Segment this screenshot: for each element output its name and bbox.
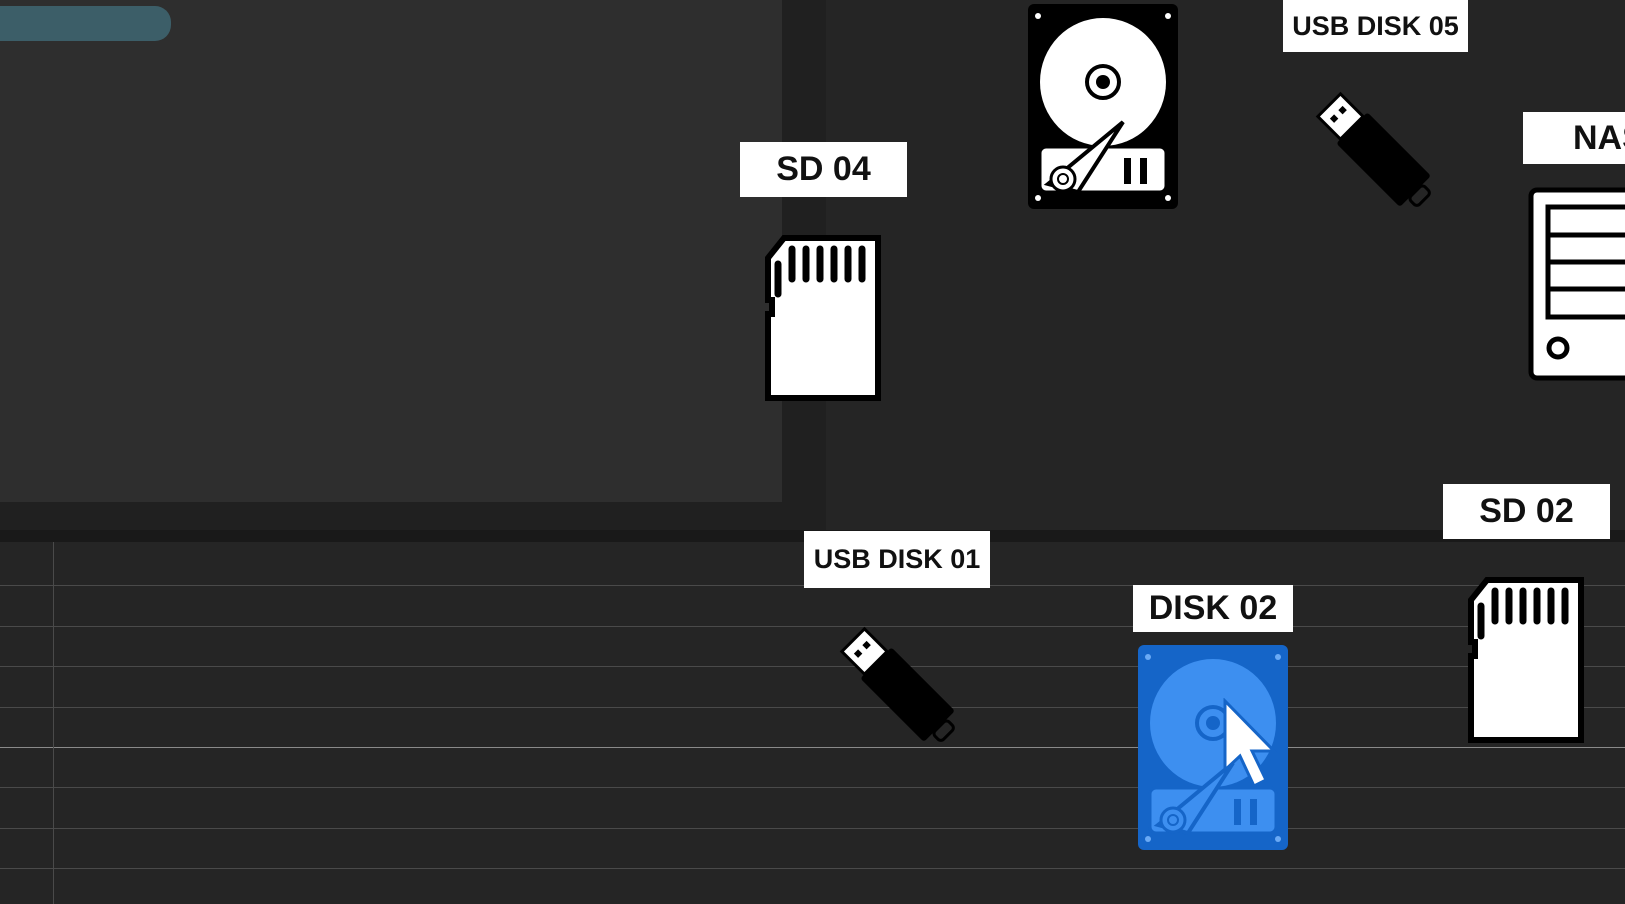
panel-frame-bottom bbox=[0, 502, 826, 530]
left-panel bbox=[0, 0, 782, 502]
progress-pill[interactable] bbox=[0, 6, 171, 41]
usb01-label: USB DISK 01 bbox=[804, 531, 990, 588]
nas-icon[interactable] bbox=[1528, 187, 1625, 381]
mouse-cursor-icon bbox=[1222, 697, 1282, 790]
hard-disk-icon[interactable] bbox=[1028, 4, 1178, 209]
sd-card-icon[interactable] bbox=[764, 234, 882, 402]
disk02-label: DISK 02 bbox=[1133, 585, 1293, 632]
sd02-label: SD 02 bbox=[1443, 484, 1610, 539]
usb-drive-icon[interactable] bbox=[1300, 78, 1446, 220]
sd-card-icon[interactable] bbox=[1466, 576, 1586, 744]
nas-label: NAS bbox=[1523, 112, 1625, 164]
usb05-label: USB DISK 05 bbox=[1283, 0, 1468, 52]
usb-drive-icon[interactable] bbox=[824, 613, 970, 755]
sd04-label: SD 04 bbox=[740, 142, 907, 197]
